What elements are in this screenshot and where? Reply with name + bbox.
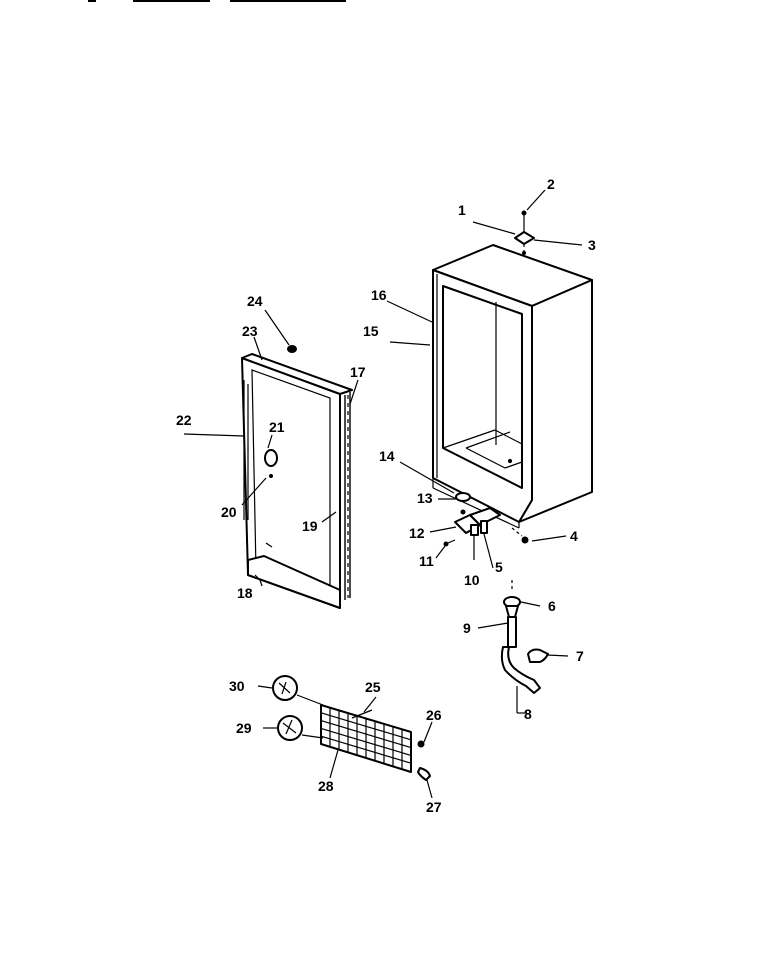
- grille: [272, 675, 431, 781]
- callout-8: 8: [524, 706, 532, 722]
- callout-16: 16: [371, 287, 387, 303]
- callout-29: 29: [236, 720, 252, 736]
- callout-2: 2: [547, 176, 555, 192]
- callout-4: 4: [570, 528, 578, 544]
- callout-26: 26: [426, 707, 442, 723]
- callout-14: 14: [379, 448, 395, 464]
- callout-18: 18: [237, 585, 253, 601]
- callout-27: 27: [426, 799, 442, 815]
- callout-17: 17: [350, 364, 366, 380]
- drain-parts: [500, 580, 549, 694]
- callout-9: 9: [463, 620, 471, 636]
- callout-25: 25: [365, 679, 381, 695]
- door: [241, 345, 353, 609]
- grille-bar: [320, 712, 412, 741]
- callout-1: 1: [458, 202, 466, 218]
- callout-labels: 1 2 3 4 5 6 7 8 9 10 11 12 13 14 15 16 1…: [176, 176, 596, 815]
- top-hinge-parts: [514, 210, 535, 256]
- callout-13: 13: [417, 490, 433, 506]
- callout-6: 6: [548, 598, 556, 614]
- callout-19: 19: [302, 518, 318, 534]
- callout-12: 12: [409, 525, 425, 541]
- callout-15: 15: [363, 323, 379, 339]
- grille-bar: [320, 735, 412, 764]
- leader-lines: [183, 189, 583, 799]
- bottom-hinge-parts: [443, 492, 529, 547]
- callout-11: 11: [419, 553, 434, 569]
- callout-7: 7: [576, 648, 584, 664]
- callout-3: 3: [588, 237, 596, 253]
- callout-22: 22: [176, 412, 192, 428]
- callout-24: 24: [247, 293, 263, 309]
- grille-bar: [320, 727, 412, 756]
- callout-28: 28: [318, 778, 334, 794]
- grille-bar: [320, 720, 412, 749]
- callout-23: 23: [242, 323, 258, 339]
- callout-30: 30: [229, 678, 245, 694]
- cabinet: [432, 244, 593, 529]
- callout-20: 20: [221, 504, 237, 520]
- callout-21: 21: [269, 419, 285, 435]
- callout-5: 5: [495, 559, 503, 575]
- callout-10: 10: [464, 572, 480, 588]
